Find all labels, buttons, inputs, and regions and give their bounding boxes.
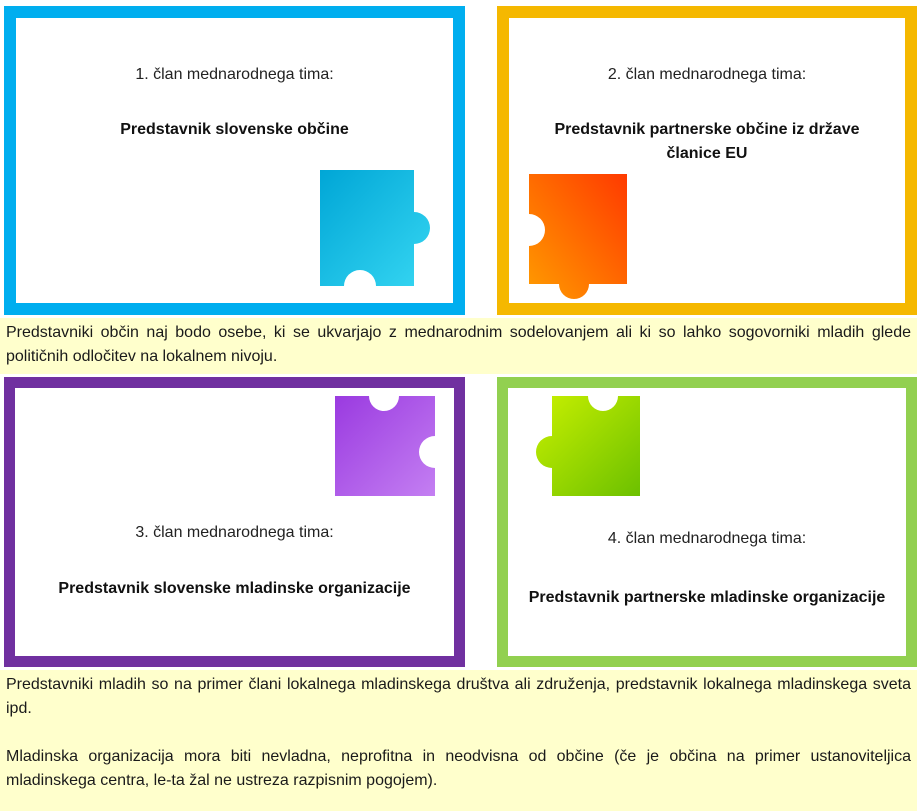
youth-note: Predstavniki mladih so na primer člani l… <box>0 670 917 811</box>
green-puzzle-piece-icon <box>536 396 640 496</box>
member-role-title: Predstavnik slovenske mladinske organiza… <box>58 580 411 597</box>
member-role-title: Predstavnik partnerske občine iz države … <box>554 121 860 162</box>
member-role-title: Predstavnik partnerske mladinske organiz… <box>528 589 886 606</box>
blue-puzzle-piece-icon <box>320 170 430 286</box>
note-paragraph: Mladinska organizacija mora biti nevladn… <box>6 748 911 789</box>
note-paragraph: Predstavniki mladih so na primer člani l… <box>6 676 911 717</box>
member-card-1: 1. član mednarodnega tima: Predstavnik s… <box>4 6 465 315</box>
orange-puzzle-piece-icon <box>529 174 627 299</box>
member-role-title: Predstavnik slovenske občine <box>120 121 349 138</box>
member-card-2: 2. član mednarodnega tima: Predstavnik p… <box>497 6 917 315</box>
municipality-note: Predstavniki občin naj bodo osebe, ki se… <box>0 318 917 374</box>
member-card-4: 4. član mednarodnega tima: Predstavnik p… <box>497 377 917 667</box>
member-number-label: 4. član mednarodnega tima: <box>607 530 807 547</box>
member-number-label: 3. član mednarodnega tima: <box>135 524 334 541</box>
member-number-label: 2. član mednarodnega tima: <box>607 66 807 83</box>
member-card-3: 3. član mednarodnega tima: Predstavnik s… <box>4 377 465 667</box>
purple-puzzle-piece-icon <box>335 396 435 496</box>
note-paragraph: Predstavniki občin naj bodo osebe, ki se… <box>6 324 911 365</box>
member-number-label: 1. član mednarodnega tima: <box>135 66 334 83</box>
